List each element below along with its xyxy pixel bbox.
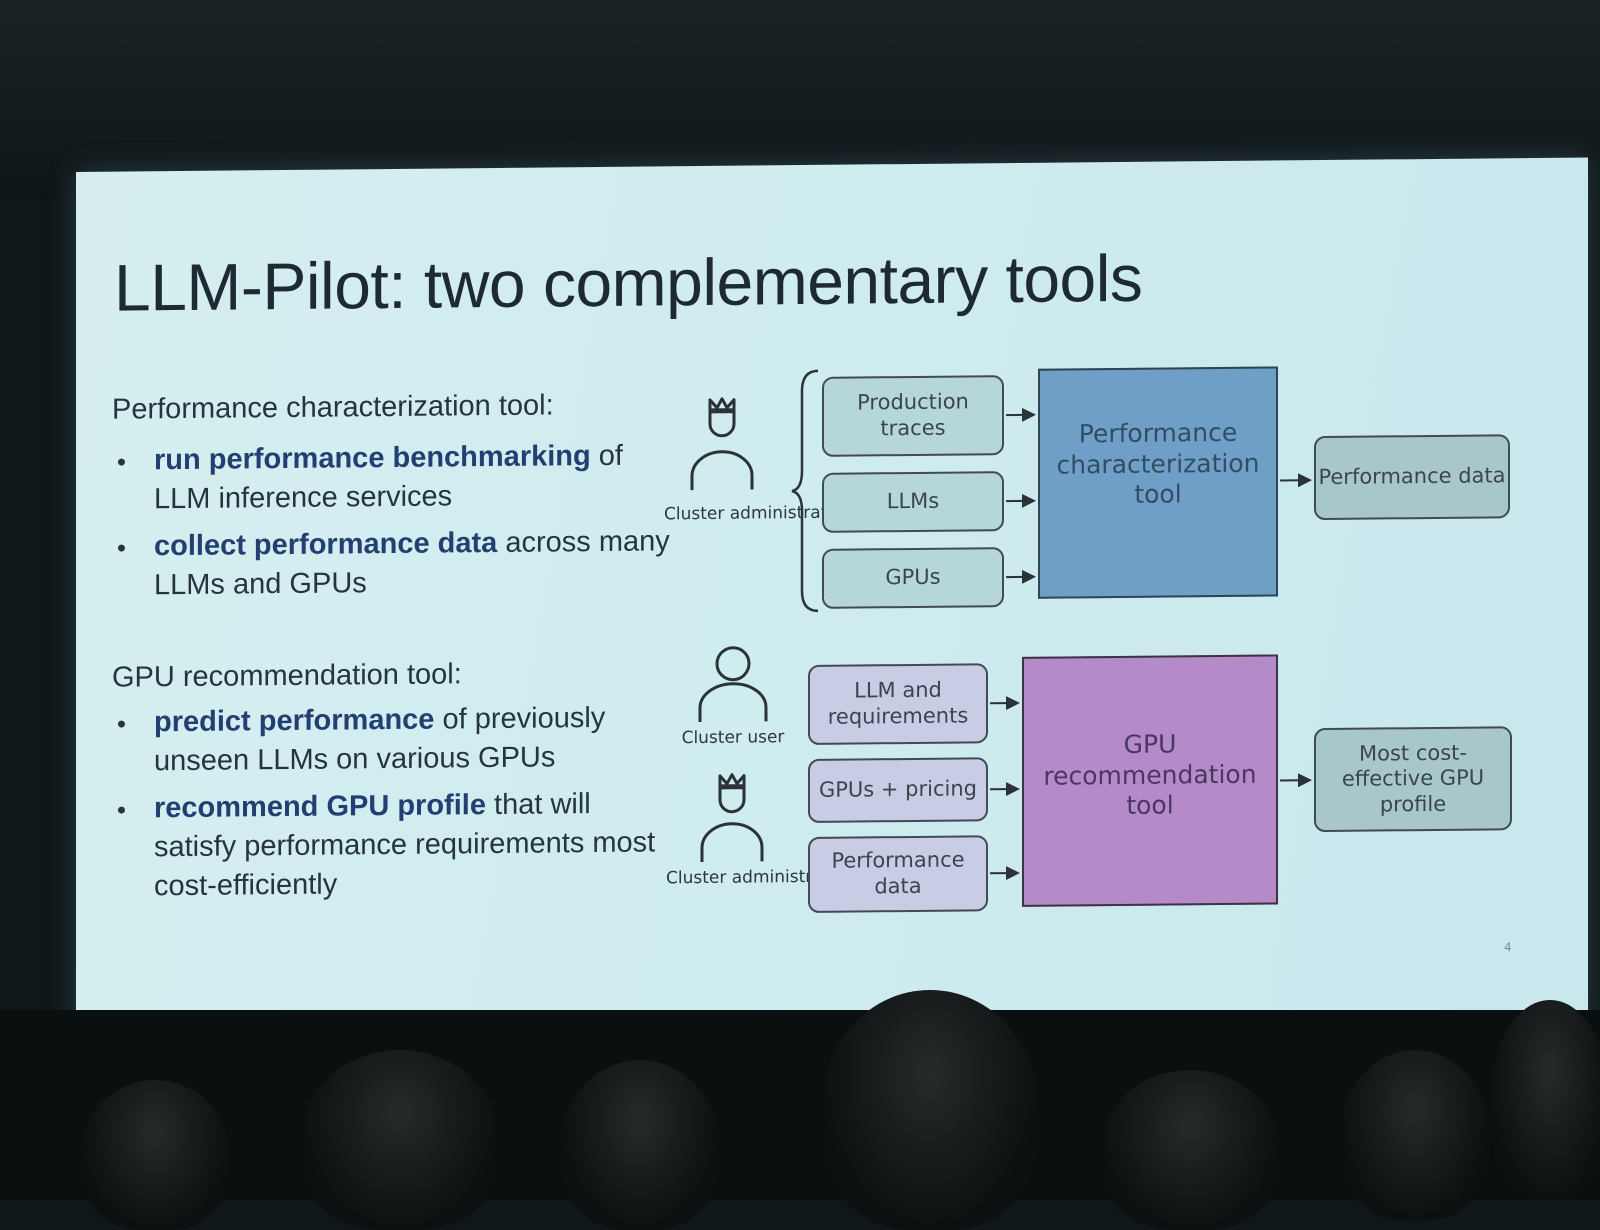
audience-head: [80, 1080, 230, 1230]
audience-head: [1100, 1070, 1280, 1230]
projected-slide: LLM-Pilot: two complementary tools Perfo…: [76, 157, 1588, 1040]
audience-head: [820, 990, 1040, 1230]
audience-head: [560, 1060, 720, 1230]
page-number: 4: [1504, 940, 1512, 954]
audience-head: [1490, 1000, 1600, 1200]
audience-head: [1340, 1050, 1490, 1220]
audience-silhouettes: [0, 1010, 1600, 1200]
audience-head: [300, 1050, 500, 1230]
arrow-icon: [76, 157, 1588, 1040]
